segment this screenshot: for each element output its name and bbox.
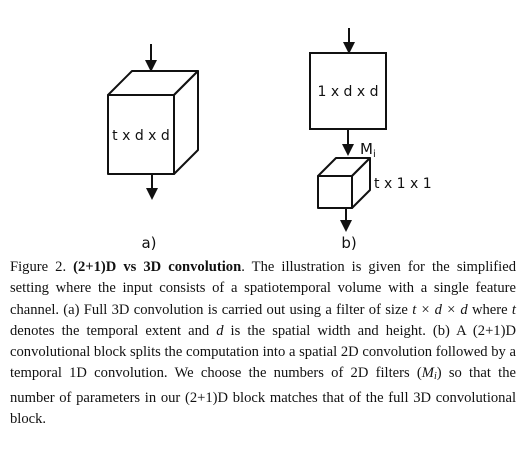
math-t: t [511,301,516,318]
panel-label-a: a) [141,234,156,252]
convolution-figure: t x d x d a) 1 x d x d Mi t x 1 x 1 b) [107,28,432,252]
math-M-subscript: i [433,371,437,383]
math-d: d [216,322,224,339]
math-filter-size: t × d × d [412,301,468,318]
temporal-filter-box [317,157,371,209]
spatial-filter-square [309,52,387,130]
panel-label-b: b) [341,234,356,252]
math-M: M [421,365,434,382]
cube-3d [107,70,199,175]
box-label: t x 1 x 1 [374,176,432,192]
caption-text-1: . The illustration is given for the simp… [10,259,516,318]
square-label: 1 x d x d [317,84,378,100]
panel-a: t x d x d a) [107,44,199,252]
figure-caption: Figure 2. (2+1)D vs 3D convolution. The … [10,257,516,430]
panel-b: 1 x d x d Mi t x 1 x 1 b) [309,28,432,252]
caption-text-5: ) so that the number of parameters in ou… [10,365,516,428]
cube-label: t x d x d [112,128,170,144]
caption-text-2: where [467,301,512,318]
caption-title: (2+1)D vs 3D convolution [73,259,242,275]
caption-text-4: is the spatial width and height. (b) A (… [10,322,517,382]
figure-number: Figure 2. [10,259,67,275]
m-label: Mi [360,140,376,160]
caption-text-3: denotes the temporal extent and [10,322,217,339]
